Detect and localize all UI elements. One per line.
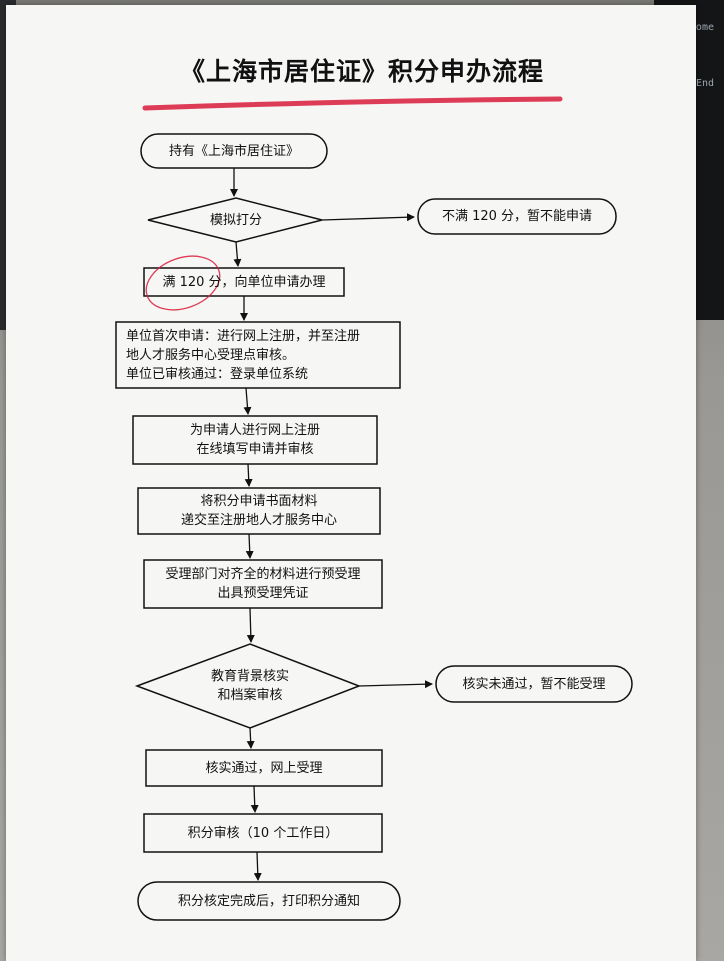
- step3-line2: 在线填写申请并审核: [196, 442, 314, 457]
- step3-node: 为申请人进行网上注册 在线填写申请并审核: [133, 416, 377, 464]
- step7-shape: [143, 813, 383, 853]
- decision2-line1: 教育背景核实: [210, 669, 289, 684]
- step4-node: 将积分申请书面材料 递交至注册地人才服务中心: [138, 488, 380, 534]
- step3-shape: [132, 415, 378, 465]
- step5-line2: 出具预受理凭证: [217, 586, 309, 601]
- title-underline: [142, 96, 563, 111]
- fail2-terminal-shape: [435, 665, 633, 703]
- fail2-label: 核实未通过，暂不能受理: [462, 676, 606, 692]
- step4-line2: 递交至注册地人才服务中心: [180, 513, 337, 528]
- step6-label: 核实通过，网上受理: [205, 760, 323, 776]
- step1-label: 满 120 分，向单位申请办理: [162, 274, 326, 290]
- step2-line2: 地人才服务中心受理点审核。: [126, 348, 296, 363]
- key-home-label: Home: [689, 22, 714, 33]
- step7-label: 积分审核（10 个工作日）: [187, 825, 339, 841]
- paper-sheet: [6, 5, 696, 961]
- decision1-node: 模拟打分: [170, 204, 302, 236]
- step2-shape: [115, 321, 401, 389]
- step6-shape: [145, 749, 383, 787]
- fail1-label: 不满 120 分，暂不能申请: [441, 209, 593, 224]
- step5-shape: [143, 559, 383, 609]
- step2-line3: 单位已审核通过：登录单位系统: [126, 367, 309, 382]
- page-title: 《上海市居住证》积分申办流程: [179, 57, 544, 86]
- step5-line1: 受理部门对齐全的材料进行预受理: [165, 567, 361, 582]
- step3-line1: 为申请人进行网上注册: [189, 423, 320, 438]
- step7-node: 积分审核（10 个工作日）: [144, 814, 382, 852]
- step2-node: 单位首次申请：进行网上注册，并至注册 地人才服务中心受理点审核。 单位已审核通过…: [116, 322, 400, 388]
- key-end-label: End: [695, 78, 714, 89]
- end-terminal-shape: [137, 881, 401, 921]
- decision2-line2: 和档案审核: [217, 688, 283, 703]
- step1-node: 满 120 分，向单位申请办理: [144, 268, 344, 296]
- step5-node: 受理部门对齐全的材料进行预受理 出具预受理凭证: [144, 560, 382, 608]
- end-label: 积分核定完成后，打印积分通知: [177, 893, 360, 909]
- step4-line1: 将积分申请书面材料: [200, 494, 318, 509]
- fail1-terminal-shape: [417, 198, 617, 235]
- annotation-circle: [145, 255, 221, 311]
- step4-shape: [137, 487, 381, 535]
- decision2-node: 教育背景核实 和档案审核: [180, 664, 320, 708]
- decision1-label: 模拟打分: [209, 212, 262, 228]
- end-node: 积分核定完成后，打印积分通知: [138, 882, 400, 920]
- step2-line1: 单位首次申请：进行网上注册，并至注册: [126, 329, 361, 344]
- start-label: 持有《上海市居住证》: [168, 143, 299, 159]
- step6-node: 核实通过，网上受理: [146, 750, 382, 786]
- start-node: 持有《上海市居住证》: [141, 134, 327, 168]
- fail2-node: 核实未通过，暂不能受理: [436, 666, 632, 702]
- fail1-node: 不满 120 分，暂不能申请: [418, 199, 616, 234]
